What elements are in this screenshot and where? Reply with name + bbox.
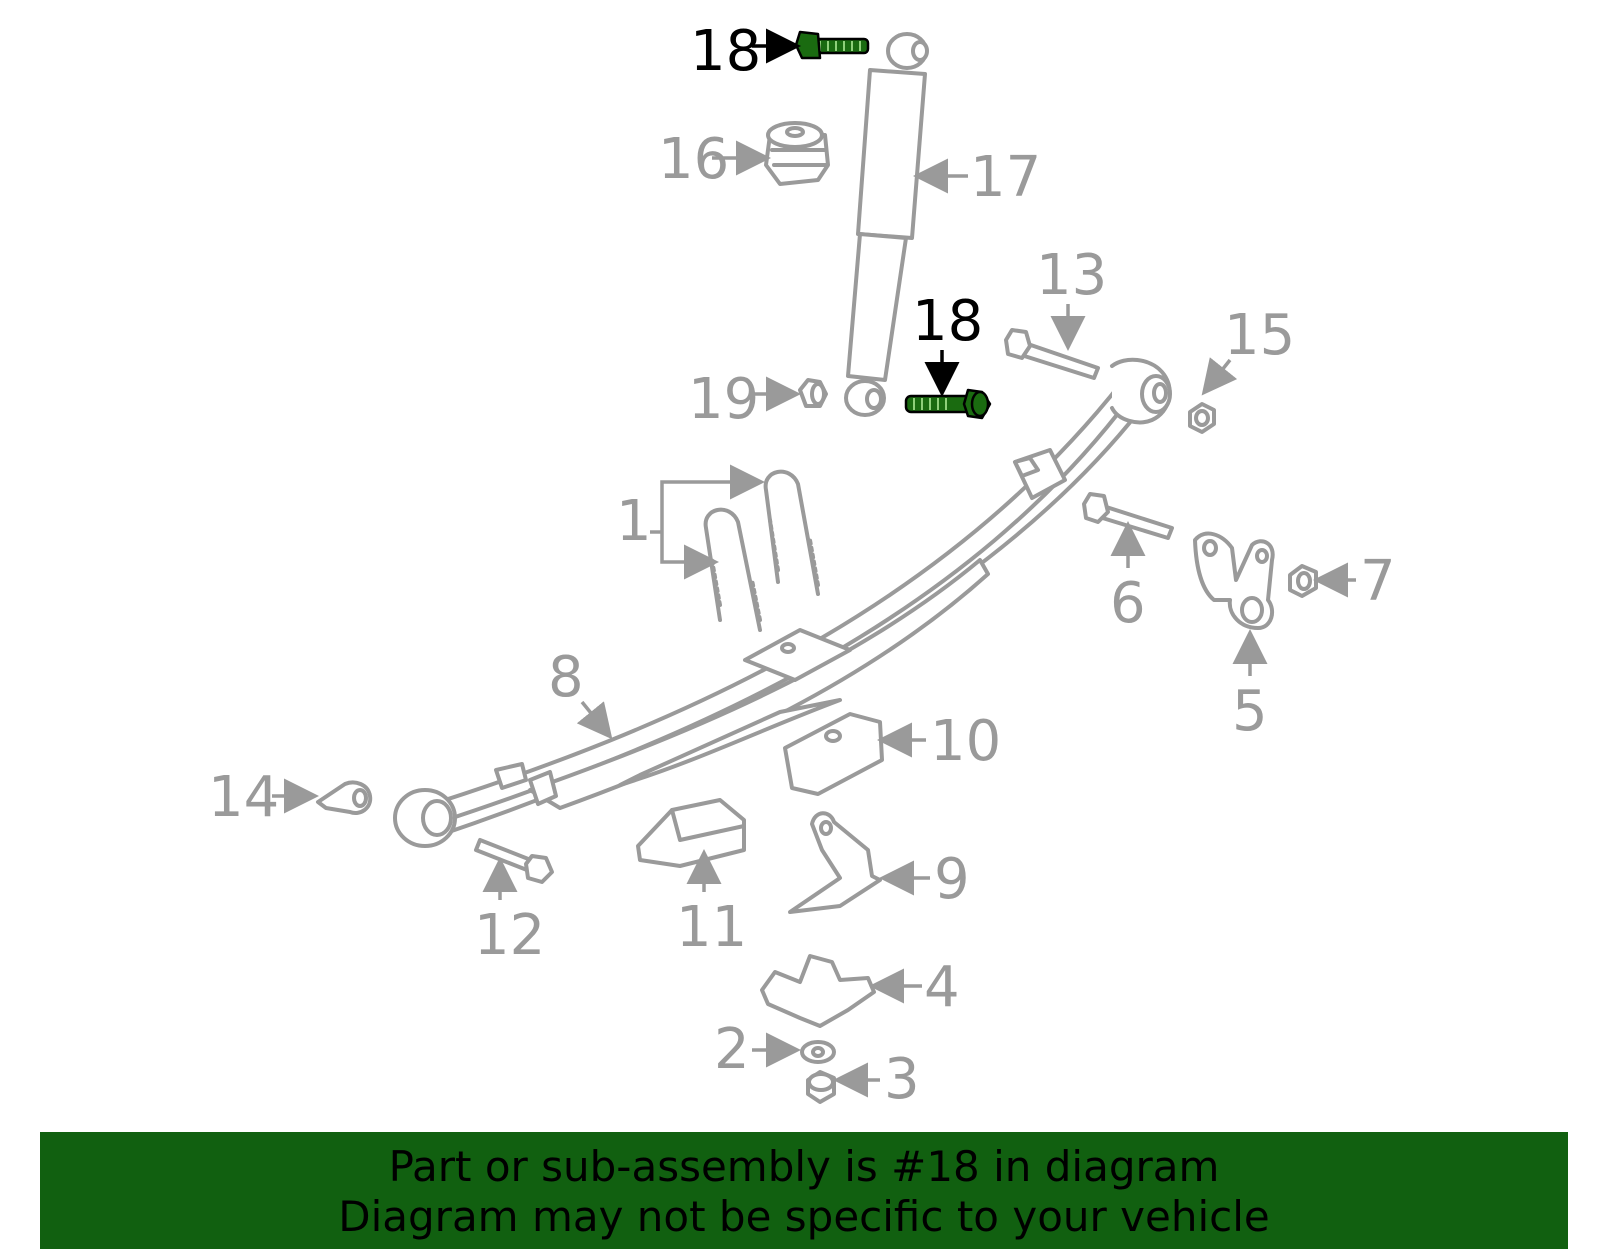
callout-16: 16 <box>658 127 729 192</box>
spring-shackle <box>1193 531 1275 630</box>
callout-arrows <box>272 28 1356 1098</box>
callout-14: 14 <box>208 765 279 830</box>
nut-3 <box>806 1070 836 1104</box>
banner-line-2: Diagram may not be specific to your vehi… <box>338 1192 1270 1241</box>
bracket-4 <box>760 954 876 1028</box>
bracket-14 <box>316 780 373 815</box>
spring-spacer-10 <box>783 712 884 796</box>
shock-nut <box>798 378 828 408</box>
callout-8: 8 <box>548 645 584 710</box>
u-bolts <box>703 469 820 632</box>
callout-19: 19 <box>688 367 759 432</box>
callout-12: 12 <box>474 903 545 968</box>
callout-4: 4 <box>924 955 960 1020</box>
callout-15: 15 <box>1224 303 1295 368</box>
callout-11: 11 <box>676 895 747 960</box>
callout-17: 17 <box>970 145 1041 210</box>
shock-bolt-top <box>794 30 870 60</box>
callout-18-lower: 18 <box>912 289 983 354</box>
washer-2 <box>800 1040 836 1064</box>
bracket-9 <box>788 811 882 914</box>
callout-6: 6 <box>1110 571 1146 636</box>
leaf-spring <box>393 357 1172 848</box>
callout-1: 1 <box>616 489 652 554</box>
info-banner: Part or sub-assembly is #18 in diagram D… <box>40 1132 1568 1249</box>
spring-bolt-12 <box>474 838 554 884</box>
spring-nut-15 <box>1188 402 1216 434</box>
callout-3: 3 <box>884 1047 920 1112</box>
shackle-nut-7 <box>1288 564 1318 598</box>
spring-block-11 <box>636 798 746 868</box>
callout-18-top: 18 <box>690 19 761 84</box>
spring-bolt-13 <box>1004 328 1100 380</box>
banner-line-1: Part or sub-assembly is #18 in diagram <box>388 1142 1220 1191</box>
shock-absorber <box>844 32 929 417</box>
callout-9: 9 <box>934 847 970 912</box>
callout-10: 10 <box>930 709 1001 774</box>
callout-2: 2 <box>714 1017 750 1082</box>
jounce-bumper <box>764 121 830 186</box>
callout-13: 13 <box>1036 243 1107 308</box>
callout-5: 5 <box>1232 679 1268 744</box>
shock-bolt-lower <box>904 388 992 420</box>
callout-7: 7 <box>1360 549 1396 614</box>
